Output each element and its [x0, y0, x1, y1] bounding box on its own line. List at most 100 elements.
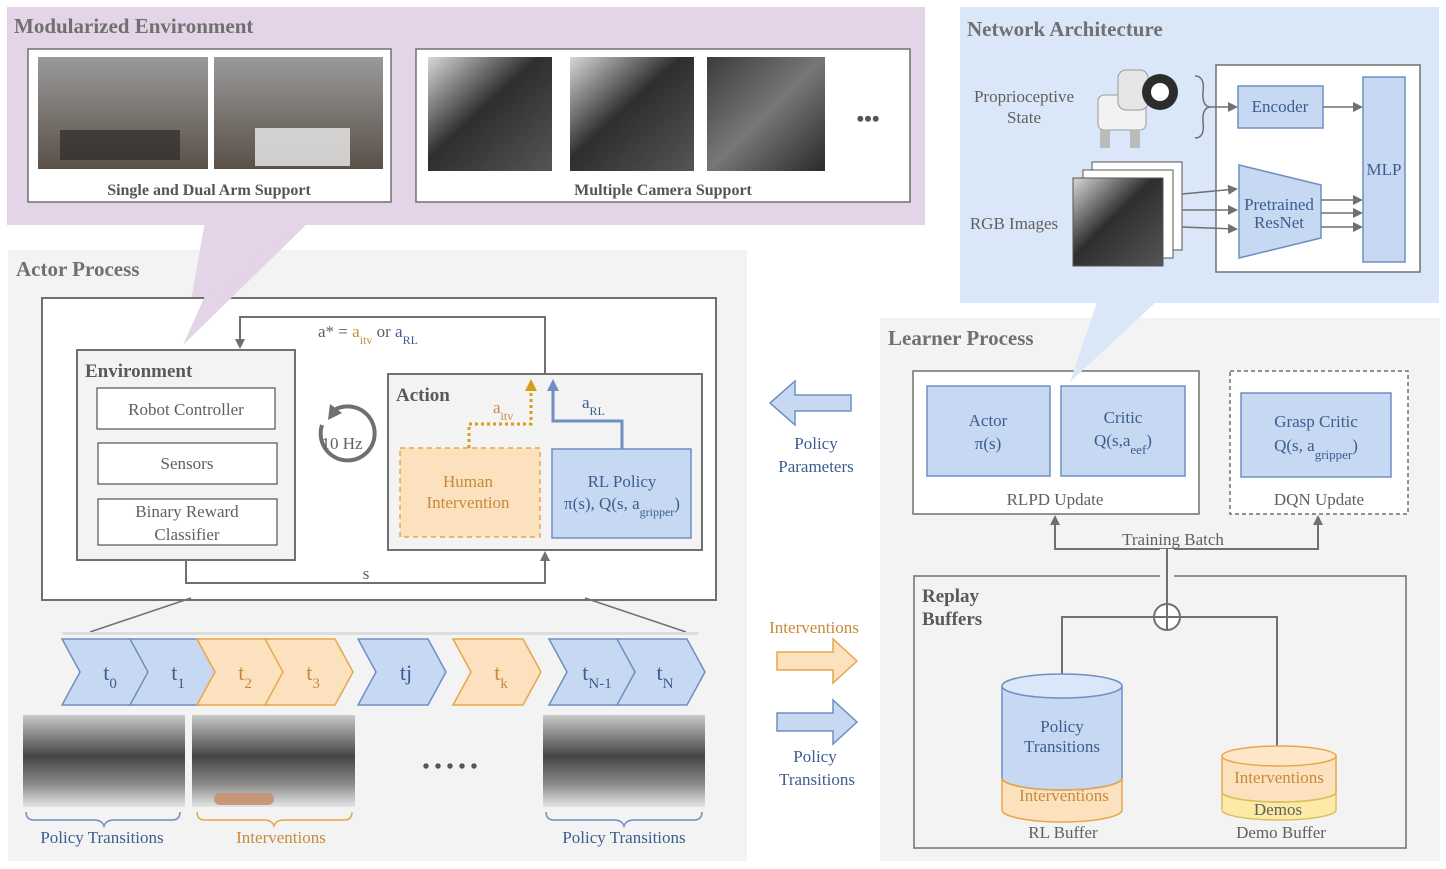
grasp-critic-label-1: Grasp Critic — [1274, 412, 1358, 431]
policy-thumb-2 — [543, 715, 705, 807]
human-intervention-box — [399, 447, 541, 538]
astar-prefix: a* = — [318, 322, 352, 341]
timeline-step-label-5: tk — [494, 660, 508, 692]
policy-transitions-right-label: Policy Transitions — [562, 828, 685, 847]
middle-flow: Policy Parameters Interventions Policy T… — [768, 379, 859, 789]
grasp-q-sub: gripper — [1315, 447, 1353, 462]
a-itv-arrow — [467, 379, 537, 448]
intervention-thumb — [192, 715, 355, 807]
middle-policy-trans-label-2: Transitions — [779, 770, 855, 789]
timeline-dots: • • • • • — [422, 756, 477, 778]
interventions-arrow — [776, 637, 859, 685]
actor-process-panel: Actor Process Environment Robot Controll… — [8, 222, 747, 861]
policy-transitions-left-label: Policy Transitions — [40, 828, 163, 847]
astar-itv: a — [352, 322, 360, 341]
a-rl-base: a — [582, 393, 590, 412]
frequency-label: 10 Hz — [321, 434, 363, 453]
a-rl-arrow — [547, 379, 624, 449]
timeline-step-label-0: t0 — [103, 660, 117, 692]
multi-camera-caption: Multiple Camera Support — [574, 182, 752, 199]
rl-buffer-policy-label-1: Policy — [1040, 717, 1084, 736]
dqn-label: DQN Update — [1274, 490, 1364, 509]
policy-params-label-2: Parameters — [778, 457, 854, 476]
rl-policy-label-2: π(s), Q(s, agripper) — [564, 494, 680, 519]
demo-buffer-interventions-label: Interventions — [1234, 768, 1324, 787]
mlp-box — [1362, 76, 1406, 263]
policy-params-label-1: Policy — [794, 434, 838, 453]
demo-buffer-demos-label: Demos — [1254, 800, 1302, 819]
rl-buffer-interventions-label: Interventions — [1019, 786, 1109, 805]
astar-rl-sub: RL — [403, 333, 418, 347]
critic-q-b: ) — [1146, 431, 1152, 450]
rl-policy-label-2-sub: gripper — [640, 505, 675, 519]
timeline-step-label-2: t2 — [238, 660, 252, 692]
action-to-env-arrow — [235, 316, 546, 374]
rgb-label: RGB Images — [970, 214, 1058, 233]
policy-params-arrow — [768, 379, 852, 427]
a-itv-sub: itv — [501, 409, 514, 423]
learner-critic-label-2: Q(s,aeef) — [1094, 431, 1152, 457]
robot-controller-label: Robot Controller — [128, 400, 244, 419]
rl-buffer-policy-label-2: Transitions — [1024, 737, 1100, 756]
learner-actor-label-2: π(s) — [975, 434, 1002, 453]
learner-critic-box — [1060, 385, 1186, 477]
middle-interventions-label: Interventions — [769, 618, 859, 637]
resnet-trapezoid — [1238, 164, 1322, 259]
grasp-q-b: ) — [1352, 436, 1358, 455]
middle-policy-trans-label-1: Policy — [793, 747, 837, 766]
a-rl-label: aRL — [582, 393, 605, 418]
robot-controller-box — [96, 387, 276, 430]
learner-actor-box — [926, 385, 1051, 477]
timeline-step-7 — [615, 638, 706, 706]
timeline-step-3 — [263, 638, 354, 706]
encoder-box — [1237, 85, 1324, 129]
timeline-rail — [62, 632, 698, 635]
learner-actor-label-1: Actor — [969, 411, 1008, 430]
astar-rl: a — [395, 322, 403, 341]
timeline-step-4 — [356, 638, 447, 706]
training-batch-label: Training Batch — [1122, 530, 1224, 549]
learner-title: Learner Process — [888, 326, 1034, 350]
state-label: s — [363, 564, 370, 583]
zoom-line-left — [89, 597, 192, 633]
zoom-line-right — [584, 597, 687, 633]
single-dual-caption: Single and Dual Arm Support — [107, 182, 311, 199]
rl-policy-label-2b: ) — [674, 494, 680, 513]
rl-policy-label-1: RL Policy — [588, 472, 657, 491]
reward-classifier-label-2: Classifier — [154, 525, 219, 544]
sensors-label: Sensors — [161, 454, 214, 473]
encoder-label: Encoder — [1252, 97, 1309, 116]
timeline-step-5 — [451, 638, 542, 706]
proprio-label-1: Proprioceptive — [974, 87, 1074, 106]
brace-policy-right — [545, 811, 703, 829]
rl-buffer-cylinder — [1001, 673, 1123, 823]
astar-itv-sub: itv — [360, 333, 373, 347]
actor-title: Actor Process — [16, 257, 139, 281]
timeline-step-label-3: t3 — [306, 660, 320, 692]
resnet-label-2: ResNet — [1254, 213, 1304, 232]
environment-title: Environment — [85, 361, 193, 382]
a-itv-base: a — [493, 398, 501, 417]
rl-policy-label-2a: π(s), Q(s, a — [564, 494, 640, 513]
rl-buffer-link — [1061, 616, 1154, 680]
timeline-step-label-1: t1 — [171, 660, 185, 692]
rgb-arrow-3 — [1181, 223, 1238, 234]
reward-classifier-label-1: Binary Reward — [135, 502, 239, 521]
mlp-label: MLP — [1367, 160, 1402, 179]
sensors-box — [97, 442, 278, 485]
timeline-step-label-6: tN-1 — [582, 660, 611, 692]
rgb-image-stack — [1072, 161, 1183, 267]
reward-classifier-box — [97, 498, 278, 546]
rgb-arrow-1 — [1181, 184, 1238, 195]
proprio-label-2: State — [1007, 108, 1041, 127]
rl-buffer-label: RL Buffer — [1028, 823, 1098, 842]
astar-or: or — [372, 322, 395, 341]
learner-critic-label-1: Critic — [1104, 408, 1143, 427]
action-title: Action — [396, 385, 450, 406]
batch-to-dqn-arrow — [1167, 515, 1323, 550]
camera-photo-2 — [570, 57, 694, 171]
demo-buffer-label: Demo Buffer — [1236, 823, 1326, 842]
